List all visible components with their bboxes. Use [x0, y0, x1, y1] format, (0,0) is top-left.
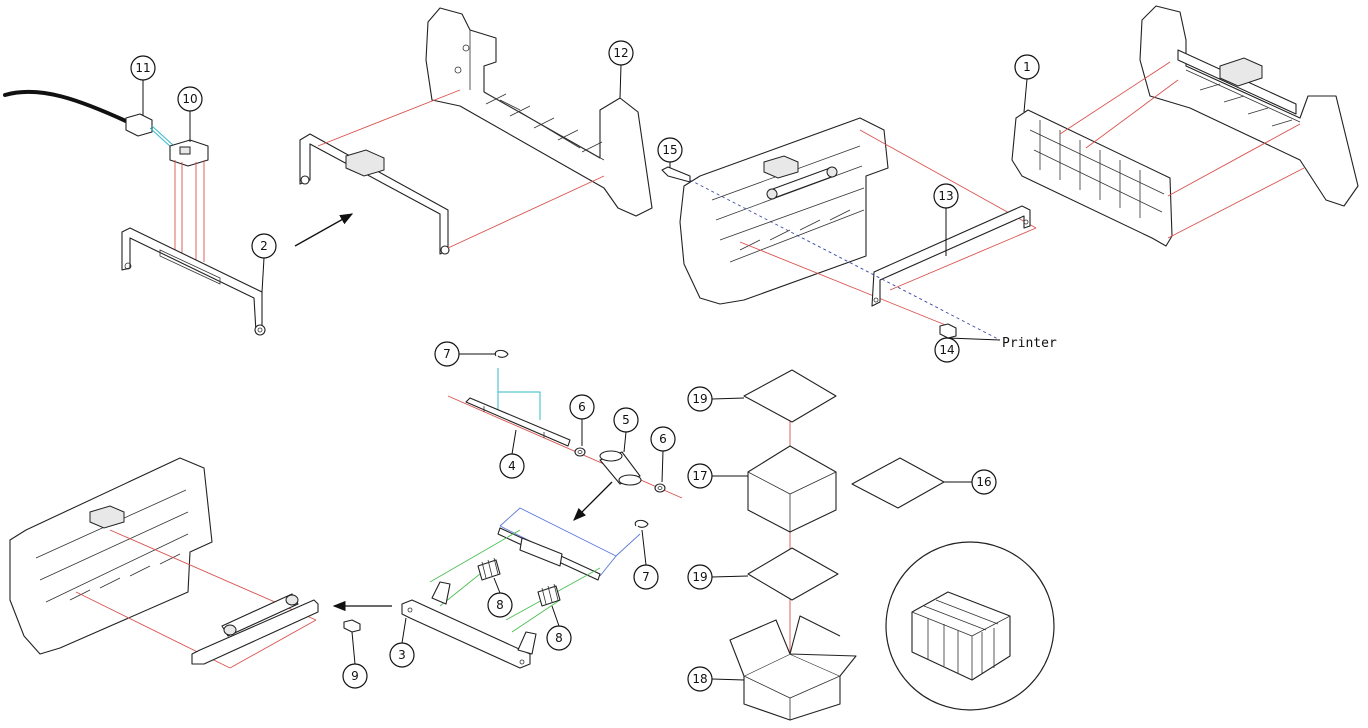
callout-16-text: 16 — [976, 475, 991, 489]
callout-8a-text: 8 — [496, 598, 504, 612]
callout-9: 9 — [342, 663, 368, 689]
clip-7a — [494, 349, 509, 358]
screw-15 — [661, 166, 691, 183]
printer-housing-assembly — [661, 117, 1037, 341]
cable — [3, 89, 130, 124]
screw-14 — [939, 323, 957, 339]
washer-6b — [654, 483, 666, 493]
washer-6a — [574, 447, 586, 457]
callout-11-text: 11 — [135, 61, 150, 75]
callout-4: 4 — [499, 453, 525, 479]
callout-15-text: 15 — [662, 143, 677, 157]
callout-leaders — [142, 64, 1028, 681]
shaft-4 — [465, 397, 571, 447]
callout-19a: 19 — [687, 386, 713, 412]
lower-housing — [9, 457, 213, 655]
callout-6a-text: 6 — [578, 400, 586, 414]
frame-12 — [425, 7, 653, 217]
callout-19b: 19 — [687, 564, 713, 590]
callout-7b-text: 7 — [642, 570, 650, 584]
callout-9-text: 9 — [351, 669, 359, 683]
callout-15: 15 — [657, 137, 683, 163]
packaging-parts — [729, 369, 945, 721]
callout-7b: 7 — [633, 564, 659, 590]
callout-18-text: 18 — [692, 672, 707, 686]
callout-3: 3 — [389, 642, 415, 668]
callout-13-text: 13 — [938, 189, 953, 203]
clip-7b — [634, 519, 649, 528]
callout-4-text: 4 — [508, 459, 516, 473]
callout-8a: 8 — [487, 592, 513, 618]
bracket-3 — [401, 599, 531, 669]
callout-5: 5 — [613, 407, 639, 433]
complete-unit-assembly — [1011, 5, 1359, 247]
roller-bracket-assembly — [401, 507, 649, 669]
callout-6b: 6 — [650, 426, 676, 452]
callout-18: 18 — [687, 666, 713, 692]
callout-12-text: 12 — [613, 46, 628, 60]
callout-6b-text: 6 — [659, 432, 667, 446]
callout-7a-text: 7 — [443, 347, 451, 361]
callout-17-text: 17 — [692, 469, 707, 483]
callout-8b: 8 — [546, 625, 572, 651]
callout-12: 12 — [608, 40, 634, 66]
bracket-with-roller — [191, 599, 319, 665]
bracket-in-frame — [299, 133, 449, 255]
rail-13 — [871, 205, 1031, 307]
callout-11: 11 — [130, 55, 156, 81]
sheet-19b — [747, 547, 839, 601]
frame-rear — [1139, 5, 1359, 207]
callout-8b-text: 8 — [555, 631, 563, 645]
spring-8a — [477, 559, 501, 581]
callout-1: 1 — [1014, 54, 1040, 80]
callout-7a: 7 — [434, 341, 460, 367]
callout-16: 16 — [971, 469, 997, 495]
screw-9 — [343, 619, 361, 633]
housing — [679, 117, 889, 305]
packaged-units-inset — [885, 541, 1055, 711]
sensor-bracket — [121, 227, 263, 333]
callout-2: 2 — [251, 233, 277, 259]
printer-label: Printer — [1002, 336, 1057, 351]
sheet-19a — [743, 369, 837, 423]
callout-2-text: 2 — [260, 239, 268, 253]
callout-3-text: 3 — [398, 648, 406, 662]
callout-17: 17 — [687, 463, 713, 489]
callout-14: 14 — [934, 337, 960, 363]
callout-1-text: 1 — [1023, 60, 1031, 74]
callout-14-text: 14 — [939, 343, 954, 357]
main-frame-assembly — [299, 7, 653, 255]
spring-8b — [537, 585, 561, 607]
callout-19b-text: 19 — [692, 570, 707, 584]
callout-5-text: 5 — [622, 413, 630, 427]
callout-19a-text: 19 — [692, 392, 707, 406]
sensor-cable-assembly — [3, 89, 266, 336]
sheet-16 — [851, 457, 945, 509]
box-17 — [747, 445, 837, 533]
roller-shaft-parts — [447, 349, 683, 499]
cable-connector — [125, 113, 153, 137]
callout-13: 13 — [933, 183, 959, 209]
callout-10-text: 10 — [182, 92, 197, 106]
callout-6a: 6 — [569, 394, 595, 420]
lower-housing-assembly — [9, 457, 361, 669]
callouts: 11 10 2 12 1 15 13 14 7 4 6 5 6 7 8 8 3 … — [130, 40, 1040, 692]
callout-10: 10 — [177, 86, 203, 112]
